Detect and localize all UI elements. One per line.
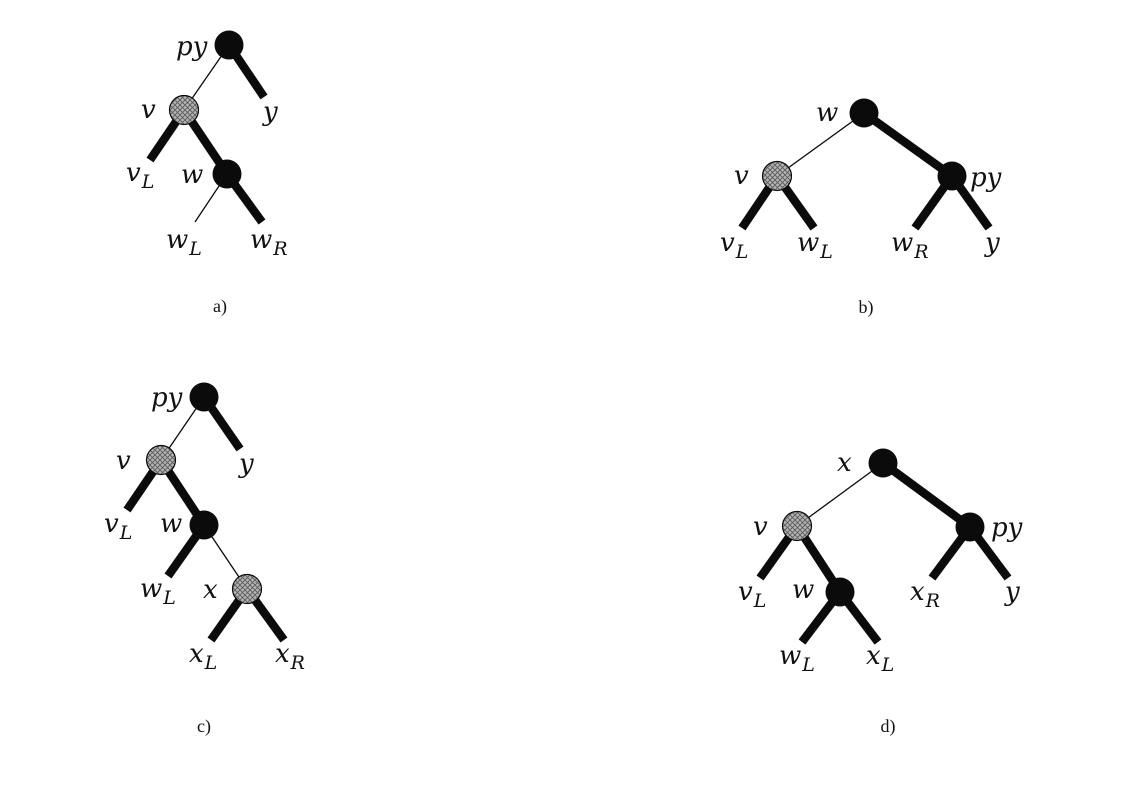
node-w-black: [849, 98, 879, 128]
label-wL-subscript: L: [819, 241, 833, 263]
label-v: v: [734, 161, 749, 191]
node-v-gray: [761, 160, 793, 192]
node-w-black: [825, 577, 855, 607]
node-py-black: [955, 512, 985, 542]
label-x: x: [203, 575, 218, 605]
edge-w-py: [861, 109, 955, 180]
label-wL-subscript: L: [162, 587, 176, 609]
label-py: py: [151, 383, 183, 413]
label-vL: v: [738, 577, 753, 607]
label-wL: w: [166, 225, 188, 255]
label-vL: v: [720, 228, 735, 258]
label-y: y: [262, 97, 278, 127]
label-xL: x: [866, 641, 881, 671]
label-wR-subscript: R: [913, 241, 928, 263]
label-v: v: [753, 512, 768, 542]
node-w-black: [212, 159, 242, 189]
node-py-black: [937, 161, 967, 191]
label-vL-subscript: L: [735, 241, 749, 263]
label-wL: w: [779, 641, 801, 671]
label-wL-subscript: L: [801, 654, 815, 676]
edge-w-v: [776, 112, 865, 177]
node-x-gray: [231, 573, 263, 605]
label-w: w: [181, 160, 203, 190]
label-y: y: [1004, 577, 1020, 607]
label-x: x: [837, 448, 852, 478]
node-py-black: [189, 382, 219, 412]
label-xR: x: [910, 577, 925, 607]
label-vL-subscript: L: [753, 590, 767, 612]
node-v-gray: [781, 510, 813, 542]
label-vL: v: [126, 158, 141, 188]
label-wL: w: [140, 574, 162, 604]
caption-c: c): [197, 716, 211, 737]
caption-d: d): [881, 716, 896, 737]
node-v-gray: [168, 94, 200, 126]
label-xR-subscript: R: [290, 652, 305, 674]
node-x-black: [868, 448, 898, 478]
label-v: v: [116, 446, 131, 476]
label-vL-subscript: L: [141, 171, 155, 193]
label-xL: x: [189, 639, 204, 669]
caption-b: b): [859, 297, 874, 318]
edge-x-v: [796, 462, 884, 527]
label-v: v: [141, 95, 156, 125]
label-wR: w: [891, 228, 913, 258]
label-wR-subscript: R: [272, 238, 287, 260]
label-w: w: [792, 575, 814, 605]
edge-x-py: [880, 459, 973, 531]
label-wR: w: [250, 225, 272, 255]
label-w: w: [816, 98, 838, 128]
node-w-black: [189, 510, 219, 540]
label-y: y: [238, 449, 254, 479]
label-xL-subscript: L: [204, 652, 218, 674]
label-y: y: [984, 228, 1000, 258]
label-vL-subscript: L: [119, 522, 133, 544]
caption-a: a): [213, 296, 227, 317]
label-vL: v: [104, 509, 119, 539]
label-py: py: [991, 513, 1023, 543]
label-xR: x: [275, 639, 290, 669]
node-py-black: [214, 30, 244, 60]
label-xL-subscript: L: [881, 654, 895, 676]
label-w: w: [160, 509, 182, 539]
label-wL: w: [797, 228, 819, 258]
label-wL-subscript: L: [188, 238, 202, 260]
label-py: py: [970, 163, 1002, 193]
label-xR-subscript: R: [925, 590, 940, 612]
node-v-gray: [145, 444, 177, 476]
label-py: py: [176, 32, 208, 62]
